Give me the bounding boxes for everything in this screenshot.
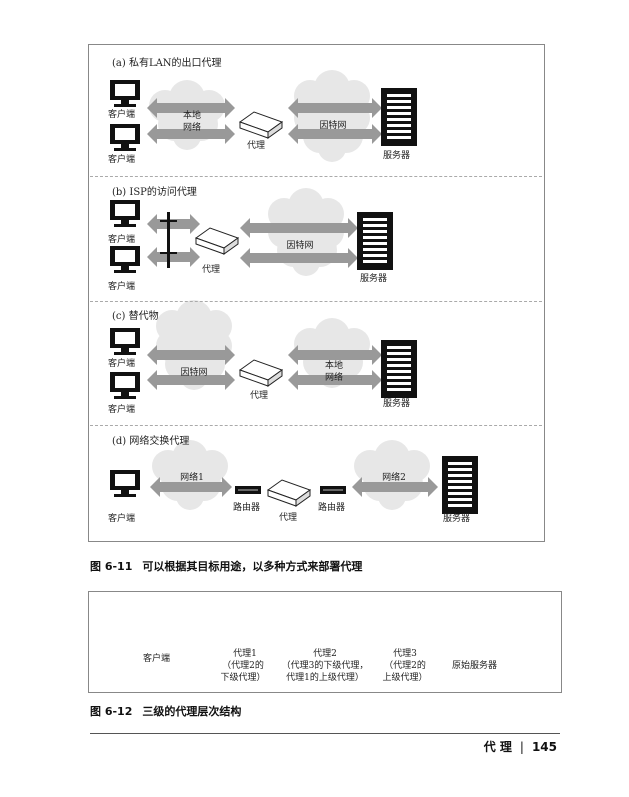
client-label: 客户端 bbox=[108, 110, 136, 120]
chapter-title: 代 理 bbox=[483, 740, 512, 754]
proxy-label: 代理 bbox=[279, 513, 298, 523]
panel-separator bbox=[90, 176, 542, 177]
proxy-label: 代理 bbox=[250, 391, 269, 401]
figure-number: 图 6-11 bbox=[90, 560, 133, 573]
figure-number: 图 6-12 bbox=[90, 705, 133, 718]
footer-rule bbox=[90, 733, 560, 734]
panel-c-drawing bbox=[110, 300, 417, 399]
client-label: 客户端 bbox=[108, 155, 136, 165]
panel-b-title: (b) ISP的访问代理 bbox=[112, 187, 197, 198]
client-label: 客户端 bbox=[108, 359, 136, 369]
panel-c-title: (c) 替代物 bbox=[112, 311, 159, 322]
panel-d-title: (d) 网络交换代理 bbox=[112, 436, 190, 447]
local-network-label: 本地 网络 bbox=[182, 111, 202, 133]
internet-label: 因特网 bbox=[180, 368, 208, 378]
client-label: 客户端 bbox=[108, 235, 136, 245]
internet-label: 因特网 bbox=[286, 241, 314, 251]
client-label: 客户端 bbox=[108, 282, 136, 292]
router-label: 路由器 bbox=[233, 503, 261, 513]
panel-d-drawing bbox=[110, 440, 478, 514]
figure-6-12-caption: 图 6-12 三级的代理层次结构 bbox=[90, 703, 241, 719]
proxy-label: 代理 bbox=[202, 265, 221, 275]
proxy3-note: 上级代理） bbox=[382, 673, 428, 683]
page-footer: 代 理 | 145 bbox=[484, 738, 557, 755]
panel-b-drawing bbox=[110, 188, 393, 276]
network1-label: 网络1 bbox=[180, 473, 204, 483]
figure-6-11-caption: 图 6-11 可以根据其目标用途，以多种方式来部署代理 bbox=[90, 558, 362, 574]
server-label: 服务器 bbox=[360, 274, 388, 284]
proxy3-label: 代理3 bbox=[393, 649, 417, 659]
caption-text: 三级的代理层次结构 bbox=[142, 705, 242, 718]
proxy3-note: （代理2的 bbox=[384, 661, 426, 671]
server-label: 服务器 bbox=[383, 151, 411, 161]
proxy1-note: 下级代理） bbox=[220, 673, 266, 683]
proxy2-note: （代理3的下级代理， bbox=[281, 661, 369, 671]
internet-label: 因特网 bbox=[319, 121, 347, 131]
caption-text: 可以根据其目标用途，以多种方式来部署代理 bbox=[142, 560, 363, 573]
panel-a-drawing bbox=[110, 70, 417, 162]
figure-6-12-frame bbox=[88, 591, 562, 693]
panel-a-title: (a) 私有LAN的出口代理 bbox=[112, 58, 222, 69]
network2-label: 网络2 bbox=[382, 473, 406, 483]
footer-divider: | bbox=[519, 740, 524, 754]
client-label: 客户端 bbox=[108, 514, 136, 524]
client-label: 客户端 bbox=[108, 405, 136, 415]
local-network-label: 本地 网络 bbox=[324, 361, 344, 383]
proxy2-note: 代理1的上级代理） bbox=[286, 673, 364, 683]
origin-server-label: 原始服务器 bbox=[452, 661, 498, 671]
proxy1-note: （代理2的 bbox=[222, 661, 264, 671]
page-number: 145 bbox=[531, 740, 557, 754]
panel-separator bbox=[90, 425, 542, 426]
client-label: 客户端 bbox=[143, 654, 171, 664]
proxy-label: 代理 bbox=[247, 141, 266, 151]
server-label: 服务器 bbox=[383, 399, 411, 409]
proxy2-label: 代理2 bbox=[313, 649, 337, 659]
router-label: 路由器 bbox=[318, 503, 346, 513]
panel-separator bbox=[90, 301, 542, 302]
server-label: 服务器 bbox=[443, 514, 471, 524]
proxy1-label: 代理1 bbox=[233, 649, 257, 659]
